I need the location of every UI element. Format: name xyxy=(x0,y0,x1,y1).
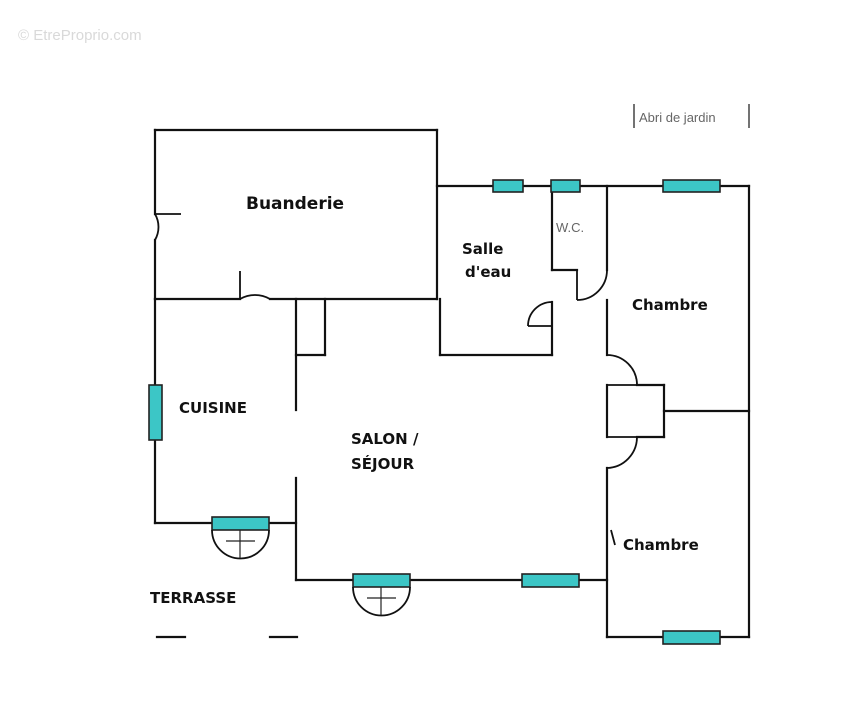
window-cuisine xyxy=(148,384,163,441)
french-window-salon xyxy=(352,573,411,617)
window-salon-right xyxy=(521,573,580,588)
label-buanderie: Buanderie xyxy=(246,194,344,214)
window-chambre-2 xyxy=(662,630,721,645)
label-terrasse: TERRASSE xyxy=(150,589,236,607)
window-wc xyxy=(550,179,581,193)
walls xyxy=(153,128,751,639)
label-cuisine: CUISINE xyxy=(179,399,247,417)
label-salon-line2: SÉJOUR xyxy=(351,454,415,473)
label-chambre-1: Chambre xyxy=(632,296,708,314)
label-salle-line2: d'eau xyxy=(465,263,511,281)
windows xyxy=(148,179,721,645)
label-salon-line1: SALON / xyxy=(351,430,419,448)
french-window-cuisine xyxy=(211,516,270,560)
door-buanderie-left xyxy=(154,213,160,241)
door-wc xyxy=(576,269,608,301)
label-wc: W.C. xyxy=(556,220,584,235)
watermark-text: © EtreProprio.com xyxy=(18,27,142,44)
doors xyxy=(154,213,638,546)
door-salle xyxy=(527,301,553,327)
label-chambre-2: Chambre xyxy=(623,536,699,554)
room-labels: Buanderie Salle d'eau W.C. Chambre Chamb… xyxy=(150,194,708,607)
door-buanderie-bottom xyxy=(239,294,271,300)
door-chambre-1 xyxy=(606,354,638,386)
window-salle xyxy=(492,179,524,193)
label-salle-line1: Salle xyxy=(462,240,503,258)
door-chambre-2-mark xyxy=(610,529,616,546)
door-chambre-2 xyxy=(606,436,638,469)
window-chambre-1 xyxy=(662,179,721,193)
abri-de-jardin: Abri de jardin xyxy=(633,104,750,128)
abri-label: Abri de jardin xyxy=(639,110,716,125)
